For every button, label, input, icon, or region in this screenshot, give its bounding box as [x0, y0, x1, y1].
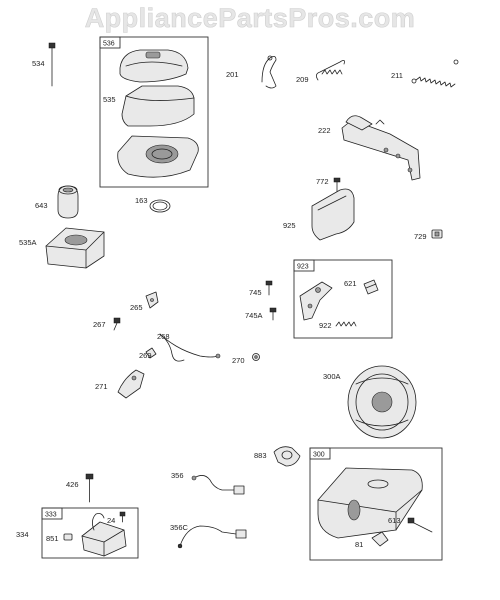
- box-label-333: 333: [45, 512, 57, 519]
- part-923-lever[interactable]: [299, 281, 333, 321]
- label-163: 163: [135, 196, 148, 205]
- label-613: 613: [388, 516, 401, 525]
- label-222: 222: [318, 126, 331, 135]
- part-621-clip[interactable]: [363, 279, 379, 295]
- part-772-screw[interactable]: [333, 177, 341, 193]
- part-851-terminal[interactable]: [63, 533, 73, 541]
- box-333: 333: [41, 507, 139, 559]
- label-925: 925: [283, 221, 296, 230]
- part-745A-screw[interactable]: [269, 307, 277, 321]
- part-300A-drum[interactable]: [347, 365, 417, 439]
- part-267-screw[interactable]: [113, 317, 121, 331]
- label-211: 211: [391, 71, 403, 80]
- box-923: 923: [293, 259, 393, 339]
- label-269: 269: [139, 351, 152, 360]
- part-211-spring[interactable]: [411, 59, 459, 88]
- part-268-cable[interactable]: [159, 333, 221, 362]
- part-269-clip[interactable]: [145, 347, 157, 359]
- label-267: 267: [93, 320, 106, 329]
- label-426: 426: [66, 480, 79, 489]
- label-883: 883: [254, 451, 267, 460]
- label-201: 201: [226, 70, 239, 79]
- part-536-cover[interactable]: [119, 49, 189, 83]
- label-772: 772: [316, 177, 329, 186]
- label-209: 209: [296, 75, 309, 84]
- part-426-screw[interactable]: [85, 473, 94, 503]
- box-300: 300: [309, 447, 443, 561]
- part-300-muffler[interactable]: [317, 467, 423, 539]
- part-535-filter[interactable]: [121, 85, 195, 127]
- box-label-536: 536: [103, 41, 115, 48]
- label-334: 334: [16, 530, 29, 539]
- label-271: 271: [95, 382, 108, 391]
- watermark-text: AppliancePartsPros.com: [85, 3, 416, 33]
- box-536: 536: [99, 36, 209, 188]
- part-201-link[interactable]: [261, 55, 277, 89]
- part-163-gasket[interactable]: [149, 199, 171, 213]
- label-621: 621: [344, 279, 357, 288]
- part-883-gasket[interactable]: [273, 446, 301, 467]
- label-643: 643: [35, 201, 48, 210]
- part-536-base[interactable]: [117, 135, 199, 178]
- label-270: 270: [232, 356, 245, 365]
- label-356C: 356C: [170, 523, 189, 532]
- part-24-screw[interactable]: [119, 511, 126, 523]
- label-534: 534: [32, 59, 45, 68]
- part-265-clip[interactable]: [145, 291, 159, 309]
- part-270-nut[interactable]: [252, 353, 260, 361]
- box-label-300: 300: [313, 452, 325, 459]
- part-535A-precleaner[interactable]: [45, 227, 105, 269]
- label-745A: 745A: [245, 311, 263, 320]
- part-729-terminal[interactable]: [431, 229, 443, 239]
- part-643-elbow[interactable]: [57, 185, 79, 219]
- part-222-bracket[interactable]: [341, 115, 421, 181]
- part-81-bracket[interactable]: [371, 531, 389, 547]
- label-268: 268: [157, 332, 170, 341]
- label-535A: 535A: [19, 238, 37, 247]
- label-922: 922: [319, 321, 332, 330]
- box-label-923: 923: [297, 264, 309, 271]
- label-729: 729: [414, 232, 427, 241]
- part-613-bolt[interactable]: [407, 517, 433, 533]
- part-745-screw[interactable]: [265, 280, 273, 296]
- label-81: 81: [355, 540, 363, 549]
- label-851: 851: [46, 534, 59, 543]
- label-356: 356: [171, 471, 184, 480]
- part-534-bolt[interactable]: [48, 42, 56, 87]
- part-922-spring[interactable]: [335, 321, 357, 327]
- part-356C-wire[interactable]: [177, 525, 247, 549]
- part-333-armature[interactable]: [81, 513, 127, 557]
- part-925-shield[interactable]: [311, 188, 355, 241]
- part-356-wire[interactable]: [191, 475, 245, 495]
- part-209-spring[interactable]: [316, 60, 345, 81]
- label-265: 265: [130, 303, 143, 312]
- label-745: 745: [249, 288, 262, 297]
- label-535: 535: [103, 95, 116, 104]
- part-271-lever[interactable]: [117, 369, 145, 399]
- label-24: 24: [107, 516, 115, 525]
- label-300A: 300A: [323, 372, 341, 381]
